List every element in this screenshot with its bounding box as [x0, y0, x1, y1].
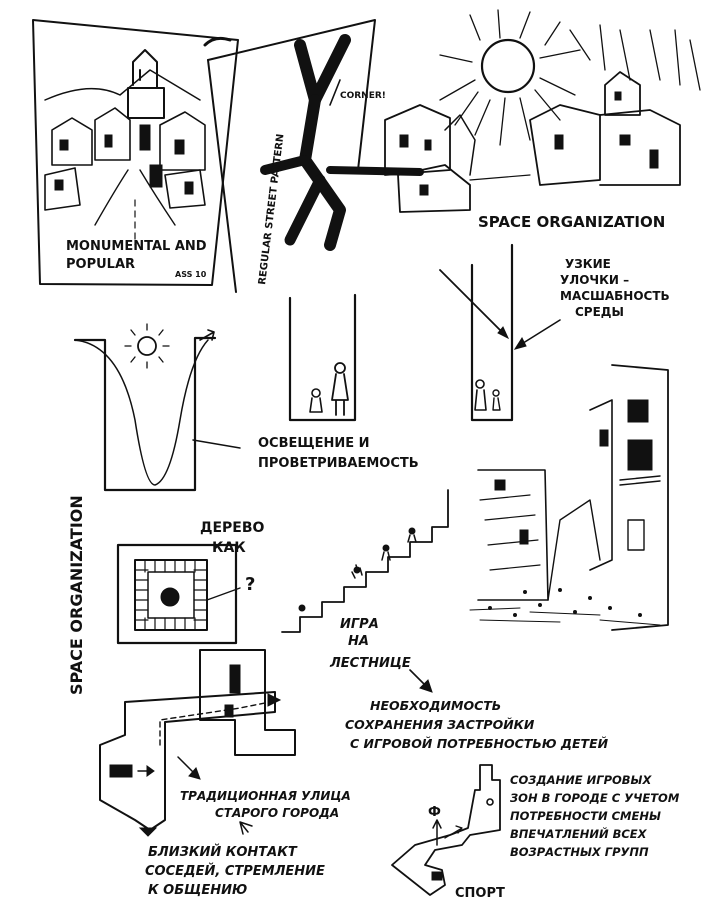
- narrow-streets-line2: УЛОЧКИ –: [560, 273, 629, 287]
- narrow-streets-line3: МАСШАБНОСТЬ: [560, 289, 670, 303]
- space-organization-vertical-heading: SPACE ORGANIZATION: [67, 495, 86, 695]
- lighting-ventilation-line2: ПРОВЕТРИВАЕМОСТЬ: [258, 456, 419, 471]
- sketch-street-pattern: CORNER! REGULAR STREET PATTERN: [203, 19, 424, 293]
- plan-play-zones: Ф СПОРТ СОЗДАНИЕ ИГРОВЫХ ЗОН В ГОРОДЕ С …: [391, 764, 680, 901]
- play-zones-line5: ВОЗРАСТНЫХ ГРУПП: [510, 845, 649, 859]
- sketch-sun-town: SPACE ORGANIZATION: [384, 9, 701, 231]
- traditional-street-line2: СТАРОГО ГОРОДА: [215, 806, 339, 820]
- space-organization-heading: SPACE ORGANIZATION: [478, 213, 665, 231]
- regular-street-pattern-label: REGULAR STREET PATTERN: [257, 133, 286, 285]
- stairs-play-line3: ЛЕСТНИЦЕ: [329, 656, 411, 671]
- play-zones-line2: ЗОН В ГОРОДЕ С УЧЕТОМ: [510, 791, 680, 805]
- preservation-line1: НЕОБХОДИМОСТЬ: [370, 698, 501, 713]
- sketch-monumental-town: MONUMENTAL AND POPULAR ASS 10: [32, 19, 239, 286]
- tree-label-line2: КАК: [212, 540, 246, 556]
- section-tree-courtyard: ДЕРЕВО КАК ?: [116, 520, 265, 645]
- play-zones-line3: ПОТРЕБНОСТИ СМЕНЫ: [510, 809, 661, 823]
- preservation-line3: С ИГРОВОЙ ПОТРЕБНОСТЬЮ ДЕТЕЙ: [350, 736, 609, 751]
- plan-traditional-street: ТРАДИЦИОННАЯ УЛИЦА СТАРОГО ГОРОДА БЛИЗКИ…: [99, 649, 351, 898]
- play-zones-line1: СОЗДАНИЕ ИГРОВЫХ: [510, 773, 652, 787]
- traditional-street-line1: ТРАДИЦИОННАЯ УЛИЦА: [180, 789, 351, 803]
- neighbors-line3: К ОБЩЕНИЮ: [148, 883, 247, 898]
- stairs-play-line1: ИГРА: [340, 617, 379, 632]
- caption-popular: POPULAR: [66, 257, 135, 272]
- tree-label-line1: ДЕРЕВО: [200, 520, 265, 536]
- artist-signature: ASS 10: [175, 270, 207, 279]
- narrow-streets-line1: УЗКИЕ: [565, 257, 611, 271]
- neighbors-line1: БЛИЗКИЙ КОНТАКТ: [148, 844, 298, 860]
- stairs-play-line2: НА: [348, 634, 369, 649]
- lighting-ventilation-line1: ОСВЕЩЕНИЕ И: [258, 436, 370, 451]
- caption-monumental: MONUMENTAL AND: [66, 239, 207, 254]
- sun-small-icon: [137, 336, 157, 356]
- section-light-ventilation: ОСВЕЩЕНИЕ И ПРОВЕТРИВАЕМОСТЬ: [73, 323, 419, 492]
- sun-icon: [480, 38, 536, 94]
- section-preservation-note: НЕОБХОДИМОСТЬ СОХРАНЕНИЯ ЗАСТРОЙКИ С ИГР…: [345, 669, 609, 751]
- narrow-streets-line4: СРЕДЫ: [575, 305, 624, 319]
- neighbors-line2: СОСЕДЕЙ, СТРЕМЛЕНИЕ: [145, 863, 325, 879]
- tree-question-mark: ?: [245, 574, 255, 595]
- section-narrow-street: УЗКИЕ УЛОЧКИ – МАСШАБНОСТЬ СРЕДЫ: [288, 243, 670, 422]
- sport-label: СПОРТ: [455, 886, 505, 901]
- tree-icon: [160, 587, 180, 607]
- play-zones-line4: ВПЕЧАТЛЕНИЙ ВСЕХ: [510, 826, 648, 841]
- preservation-line2: СОХРАНЕНИЯ ЗАСТРОЙКИ: [345, 717, 535, 732]
- section-stairs-play: ИГРА НА ЛЕСТНИЦЕ: [281, 489, 449, 671]
- sketch-old-street-scene: [469, 364, 669, 631]
- corner-label: CORNER!: [340, 91, 386, 101]
- phi-symbol: Ф: [428, 805, 441, 820]
